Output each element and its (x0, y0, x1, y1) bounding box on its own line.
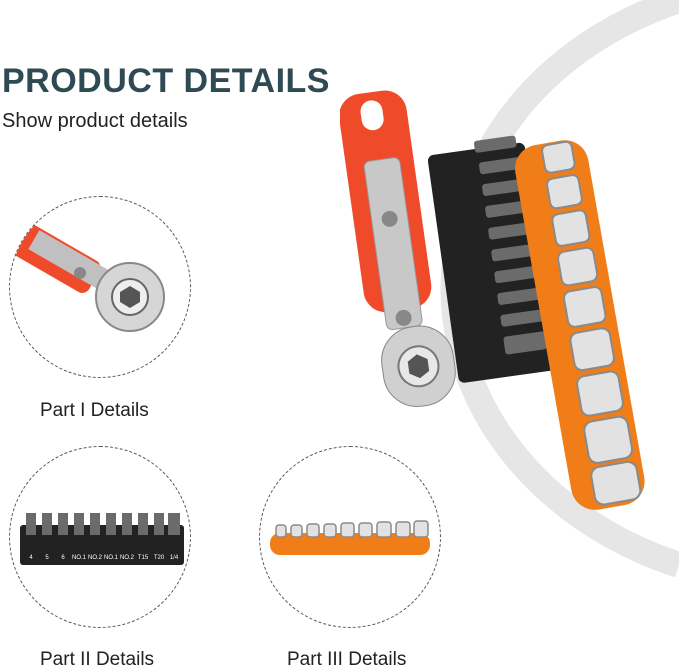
part-1-label: Part I Details (40, 400, 149, 421)
part-1-zoom-circle (9, 196, 191, 378)
bit-label: NO.1 (104, 555, 119, 561)
bit-label: NO.2 (120, 555, 135, 561)
part-1-image (10, 217, 165, 332)
part-2-image: 4 5 6 NO.1 NO.2 NO.1 NO.2 T15 T20 1/4 (20, 513, 184, 565)
bit-label: 5 (45, 555, 49, 561)
bit-label: 4 (29, 555, 33, 561)
part-3-zoom-circle (259, 446, 441, 628)
main-product-image (340, 90, 645, 510)
part-2-zoom-circle: 4 5 6 NO.1 NO.2 NO.1 NO.2 T15 T20 1/4 (9, 446, 191, 628)
part-3-label: Part III Details (287, 649, 407, 670)
bit-label: T15 (138, 555, 149, 561)
socket-holder (515, 140, 645, 510)
part-2-label: Part II Details (40, 649, 155, 670)
bit-label: NO.2 (88, 555, 103, 561)
bit-label: NO.1 (72, 555, 87, 561)
bit-rack (427, 135, 556, 383)
part-3-image (270, 520, 430, 555)
bit-label: T20 (154, 555, 165, 561)
bit-label: 1/4 (170, 555, 179, 561)
ratchet-handle (340, 90, 456, 408)
bit-label: 6 (61, 555, 65, 561)
page-title: PRODUCT DETAILS (2, 62, 330, 100)
page-subtitle: Show product details (2, 110, 188, 132)
